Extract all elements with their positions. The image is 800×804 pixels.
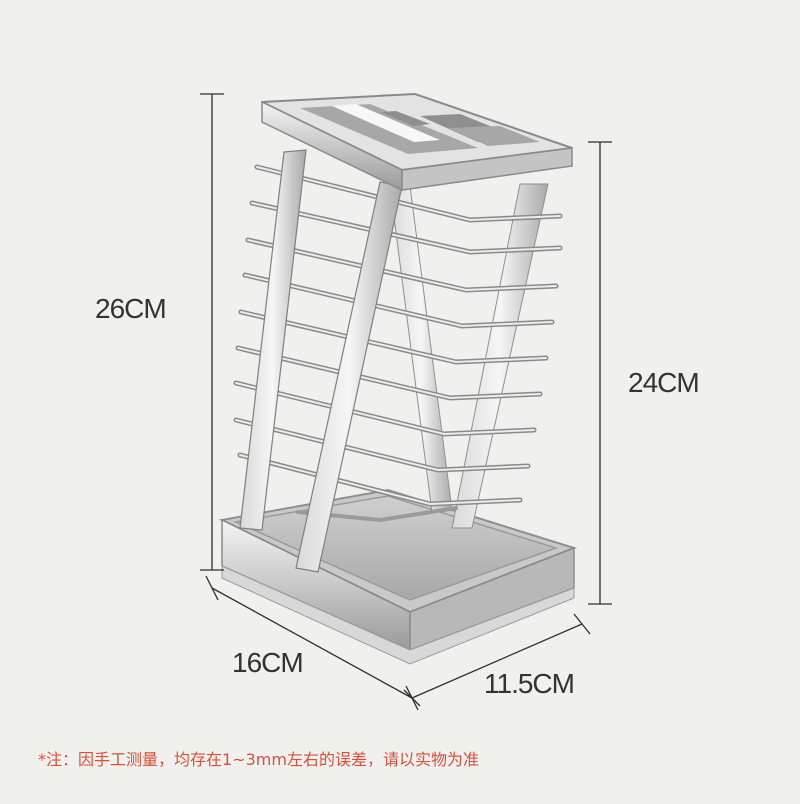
rack-back-frame: [389, 183, 549, 529]
height-label-right: 24CM: [628, 367, 700, 398]
knife-slots: [300, 104, 540, 154]
length-label: 16CM: [232, 647, 304, 678]
top-slot-plate: [261, 92, 573, 192]
wire-rungs: [233, 164, 563, 523]
width-label: 11.5CM: [484, 668, 575, 699]
height-label-left: 26CM: [95, 293, 167, 324]
dimension-lines: [200, 93, 612, 711]
measurement-note: *注：因手工测量，均存在1~3mm左右的误差，请以实物为准: [38, 750, 479, 769]
